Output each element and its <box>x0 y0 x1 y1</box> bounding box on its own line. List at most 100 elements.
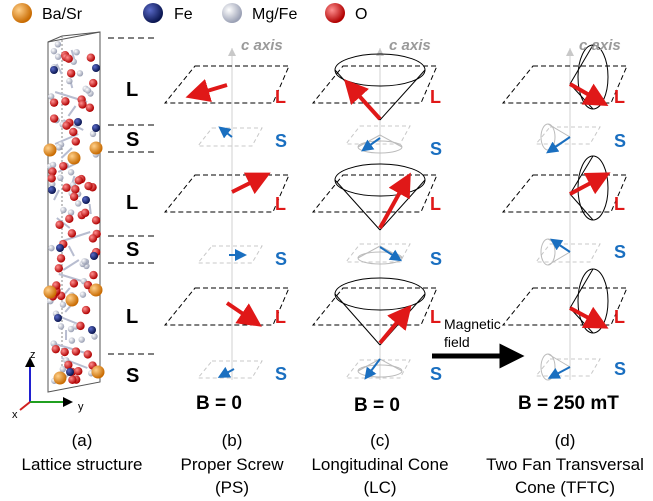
layer-label-s1: S <box>126 129 139 151</box>
lattice-bond <box>67 105 77 117</box>
mg-fe-atom <box>81 258 88 265</box>
mg-fe-atom <box>84 87 92 94</box>
fe-atom <box>50 66 58 74</box>
layer-label-s2: S <box>126 239 139 261</box>
lattice-bond <box>70 49 76 61</box>
axis-label-x: x <box>12 409 18 421</box>
o-atom <box>59 161 68 171</box>
panel-longitudinal-cone <box>311 48 438 380</box>
panel-d-label-l2: L <box>614 194 625 214</box>
panel-c-label-l3: L <box>430 307 441 327</box>
layer-labels: L S L S L S <box>126 79 139 387</box>
lattice-bond <box>67 245 75 257</box>
ba-sr-atom-icon <box>12 3 32 23</box>
o-atom <box>61 97 70 106</box>
legend-label-mg-fe: Mg/Fe <box>252 6 297 23</box>
ba-sr-atom <box>43 143 57 157</box>
o-atom <box>91 216 101 225</box>
magnetic-field-arrow: Magnetic field <box>432 316 525 369</box>
mg-fe-atom <box>54 41 62 48</box>
mg-fe-atom <box>57 174 64 182</box>
legend-label-o: O <box>355 6 367 23</box>
mg-fe-atom <box>59 365 67 373</box>
legend-label-fe: Fe <box>174 6 193 23</box>
o-atom <box>71 347 81 356</box>
magnetic-field-label-1: Magnetic <box>444 316 501 332</box>
o-atom <box>88 234 98 243</box>
panel-b-label-s3: S <box>275 364 287 384</box>
caption-b-line2: (PS) <box>215 478 249 497</box>
c-axis-label-c: c axis <box>389 37 431 54</box>
caption-c-letter: (c) <box>370 431 390 450</box>
panel-d-label-s3: S <box>614 359 626 379</box>
panel-proper-screw <box>163 48 290 380</box>
axis-label-y: y <box>78 401 84 413</box>
mg-fe-atom <box>73 48 80 56</box>
mg-fe-atom <box>59 301 67 308</box>
ba-sr-atom <box>53 371 67 385</box>
mg-fe-atom <box>47 93 55 100</box>
caption-c-line1: Longitudinal Cone <box>311 455 448 474</box>
axis-label-z: z <box>30 349 36 361</box>
o-atom <box>51 344 60 354</box>
unit-cell-outline <box>47 31 101 393</box>
fe-atom <box>54 314 62 322</box>
layer-separators <box>108 37 155 355</box>
mg-fe-atom <box>74 200 82 207</box>
lattice-bond <box>55 63 63 75</box>
o-atom <box>68 375 77 385</box>
o-atom <box>69 192 79 201</box>
fe-atom <box>48 186 56 194</box>
ba-sr-atom <box>67 151 81 165</box>
o-atom <box>64 54 73 63</box>
mg-fe-atom <box>66 77 73 85</box>
captions: (a) Lattice structure (b) Proper Screw (… <box>22 431 644 497</box>
fe-atom <box>88 326 96 334</box>
panel-b-label-l3: L <box>275 307 286 327</box>
panel-tftc <box>501 44 628 381</box>
panel-b-label-s2: S <box>275 249 287 269</box>
panel-c-label-l1: L <box>430 87 441 107</box>
ba-sr-atom <box>89 283 103 297</box>
mg-fe-atom <box>67 325 75 333</box>
panel-c-label-l2: L <box>430 194 441 214</box>
panel-layer-labels: L S L S L S L S L S L S L S L S L S <box>275 87 626 384</box>
mg-fe-atom <box>57 323 65 330</box>
layer-label-l1: L <box>126 79 138 101</box>
panel-d-label-s2: S <box>614 242 626 262</box>
mg-fe-atom <box>49 161 57 169</box>
mg-fe-atom <box>67 169 75 176</box>
panel-d-label-s1: S <box>614 131 626 151</box>
o-atom <box>62 183 71 192</box>
panel-c-label-s2: S <box>430 249 442 269</box>
mg-fe-atom <box>79 291 87 298</box>
mg-fe-atom <box>50 47 58 55</box>
fe-atom <box>90 252 98 260</box>
o-atom <box>83 280 93 290</box>
o-atom <box>84 181 93 191</box>
lattice-bond <box>53 189 60 201</box>
caption-b-letter: (b) <box>222 431 243 450</box>
caption-a-letter: (a) <box>72 431 93 450</box>
fe-atom <box>66 368 74 376</box>
o-atom <box>54 264 64 273</box>
magnetic-field-label-2: field <box>444 334 470 350</box>
caption-c-line2: (LC) <box>363 478 396 497</box>
panel-c-label-s3: S <box>430 364 442 384</box>
mg-fe-atom <box>91 333 98 340</box>
ba-sr-atom <box>43 285 57 299</box>
o-atom <box>66 69 76 78</box>
panel-b-label-s1: S <box>275 131 287 151</box>
lattice-bond <box>62 259 80 271</box>
unit-cell-edge <box>47 35 63 43</box>
o-atom <box>85 103 95 112</box>
mg-fe-atom <box>68 337 76 344</box>
layer-label-s3: S <box>126 365 139 387</box>
fe-atom-icon <box>143 3 163 23</box>
o-atom <box>89 270 98 280</box>
c-axis-label-b: c axis <box>241 37 283 54</box>
unit-cell-edge <box>61 31 101 37</box>
fe-atom <box>92 124 100 132</box>
mg-fe-atom <box>76 70 84 77</box>
